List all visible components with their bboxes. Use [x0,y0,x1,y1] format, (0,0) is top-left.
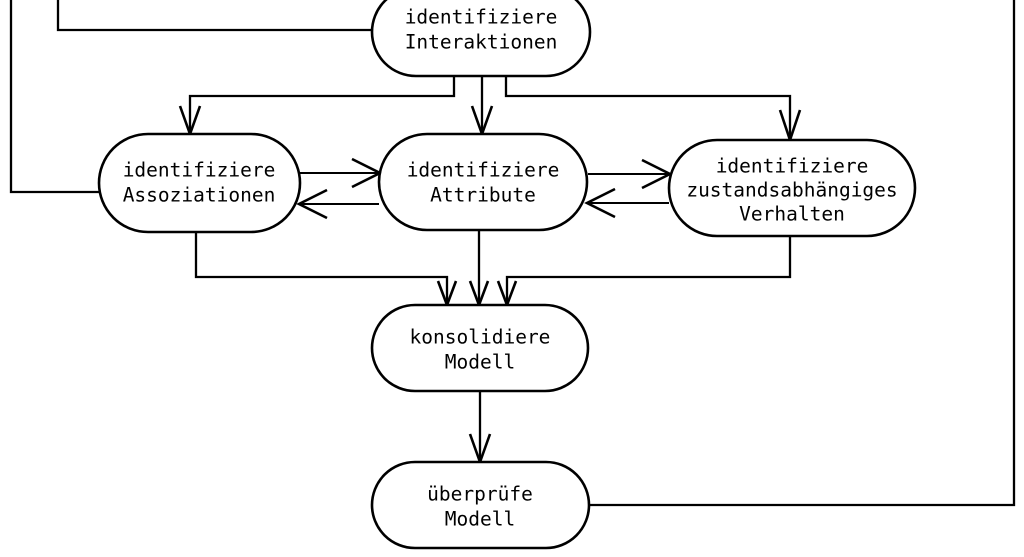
edge-zustandsverhalten-attribute-left [584,187,669,219]
edge-assoziationen-attribute-right [300,157,383,189]
node-shape-interaktionen [370,0,592,78]
node-shape-attribute [377,132,589,232]
node-label-interaktionen-line1: identifiziere [405,6,558,29]
node-label-attribute-line1: identifiziere [407,159,560,182]
edge-attribute-to-konsolidiere [468,230,490,309]
edge-interaktionen-feedback-left [56,0,372,32]
edge-assoziationen-feedback-left [9,0,99,194]
node-identifiziere-interaktionen[interactable]: identifiziere Interaktionen [370,0,592,78]
edge-ueberpruefe-feedback-right [589,0,1016,507]
edge-attribute-assoziationen-left [296,188,379,220]
node-label-zustandsverhalten-line1: identifiziere [716,155,869,178]
node-label-zustandsverhalten-line2: zustandsabhängiges [686,179,897,202]
node-shape-zustandsverhalten [667,138,917,238]
node-identifiziere-assoziationen[interactable]: identifiziere Assoziationen [97,132,302,234]
edge-interaktionen-to-zustandsverhalten [504,75,802,145]
node-label-konsolidiere-line2: Modell [445,351,515,374]
node-label-attribute-line2: Attribute [430,184,536,207]
node-shape-konsolidiere [370,303,590,393]
node-label-ueberpruefe-line1: überprüfe [427,483,533,506]
node-shape-ueberpruefe [370,460,591,550]
edge-interaktionen-to-attribute [470,75,494,138]
edge-konsolidiere-to-ueberpruefe [468,390,492,466]
node-identifiziere-attribute[interactable]: identifiziere Attribute [377,132,589,232]
node-konsolidiere-modell[interactable]: konsolidiere Modell [370,303,590,393]
node-shape-assoziationen [97,132,302,234]
edge-attribute-zustandsverhalten-right [588,158,673,190]
edge-zustandsverhalten-to-konsolidiere [496,236,792,309]
node-label-zustandsverhalten-line3: Verhalten [739,203,845,226]
node-identifiziere-zustandsabhaengiges-verhalten[interactable]: identifiziere zustandsabhängiges Verhalt… [667,138,917,238]
node-ueberpruefe-modell[interactable]: überprüfe Modell [370,460,591,550]
node-label-konsolidiere-line1: konsolidiere [410,326,551,349]
node-label-assoziationen-line2: Assoziationen [123,184,276,207]
node-label-ueberpruefe-line2: Modell [445,508,515,531]
node-label-assoziationen-line1: identifiziere [123,159,276,182]
node-label-interaktionen-line2: Interaktionen [405,31,558,54]
edge-interaktionen-to-assoziationen [178,75,456,138]
edge-assoziationen-to-konsolidiere [194,232,458,309]
